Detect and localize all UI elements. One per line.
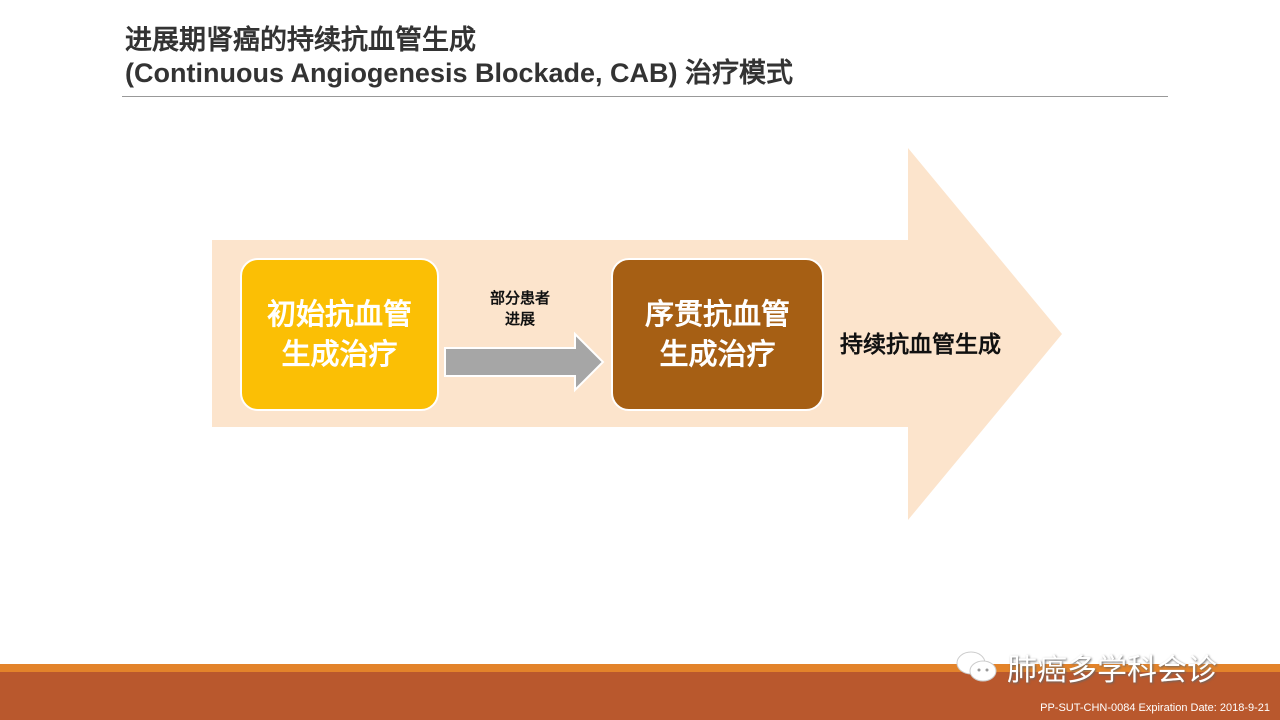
title-line-1: 进展期肾癌的持续抗血管生成 <box>125 25 476 55</box>
watermark: 肺癌多学科会诊 <box>955 645 1217 689</box>
initial-therapy-box: 初始抗血管生成治疗 <box>240 258 439 411</box>
progression-line1: 部分患者 <box>489 290 550 307</box>
footer-band <box>0 672 1280 720</box>
progression-arrow <box>444 331 605 393</box>
sequential-therapy-box: 序贯抗血管生成治疗 <box>611 258 824 411</box>
continuous-label: 持续抗血管生成 <box>840 331 1001 357</box>
box1-line2: 生成治疗 <box>281 338 398 371</box>
title-divider <box>122 96 1168 97</box>
box1-line1: 初始抗血管 <box>266 298 412 331</box>
box2-line1: 序贯抗血管 <box>644 298 790 331</box>
footer-stripe <box>0 664 1280 672</box>
watermark-text: 肺癌多学科会诊 <box>1007 654 1217 687</box>
title-line-2: (Continuous Angiogenesis Blockade, CAB) … <box>125 58 794 88</box>
box2-line2: 生成治疗 <box>659 338 776 371</box>
slide-title: 进展期肾癌的持续抗血管生成 (Continuous Angiogenesis B… <box>125 24 793 90</box>
progression-line2: 进展 <box>504 311 535 328</box>
progression-label: 部分患者 进展 <box>470 288 570 330</box>
document-code: PP-SUT-CHN-0084 Expiration Date: 2018-9-… <box>1040 702 1270 714</box>
wechat-icon <box>956 651 997 682</box>
